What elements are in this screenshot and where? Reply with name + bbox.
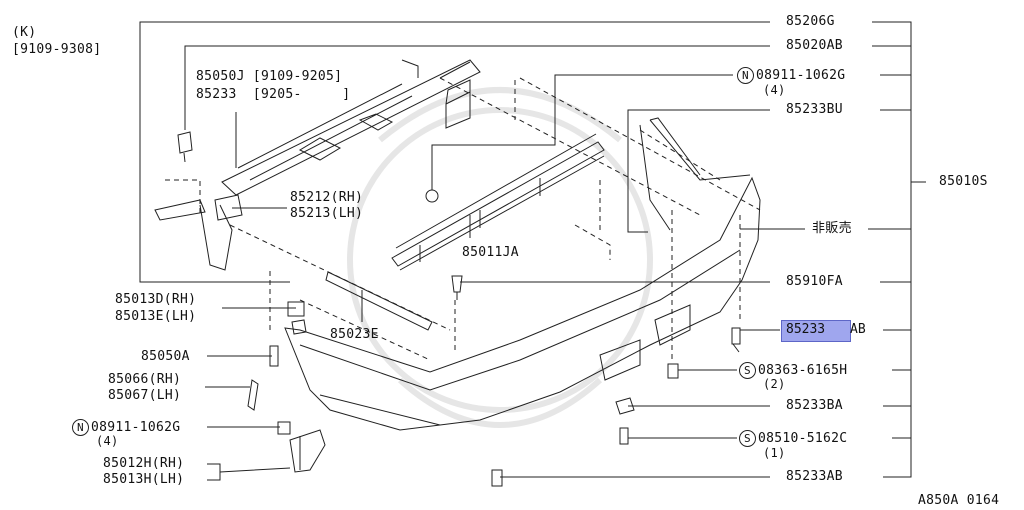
diagram-code: A850A 0164 xyxy=(918,493,1000,508)
leader-85233BU xyxy=(627,109,770,233)
label-85013D[interactable]: 85013D(RH) xyxy=(115,292,197,307)
label-not-for-sale: 非販売 xyxy=(812,221,852,236)
clip-85013D xyxy=(287,301,305,317)
label-85050A[interactable]: 85050A xyxy=(141,349,190,364)
qty-08363: (2) xyxy=(763,377,786,391)
label-85233[interactable]: 85233 [9205- ] xyxy=(196,87,351,102)
reinforcement-bar xyxy=(221,59,481,196)
bolt-top xyxy=(177,131,193,163)
clip-85233BA xyxy=(615,397,635,415)
group-bracket xyxy=(897,21,926,478)
right-leaders xyxy=(868,21,911,478)
label-85011JA[interactable]: 85011JA xyxy=(462,245,519,260)
leader-85012H xyxy=(207,463,291,481)
label-08911-top-number: 08911-1062G xyxy=(756,68,846,83)
label-85013H[interactable]: 85013H(LH) xyxy=(103,472,185,487)
label-85010S[interactable]: 85010S xyxy=(939,174,988,189)
s-circle-icon: S xyxy=(739,362,756,379)
assembly-lines xyxy=(165,77,761,361)
label-85020AB[interactable]: 85020AB xyxy=(786,38,843,53)
label-08363-number: 08363-6165H xyxy=(758,363,848,378)
label-85213[interactable]: 85213(LH) xyxy=(290,206,364,221)
highlighted-part-code[interactable]: 85233 xyxy=(786,322,826,337)
label-85067[interactable]: 85067(LH) xyxy=(108,388,182,403)
qty-08911-left: (4) xyxy=(96,434,119,448)
label-85910FA[interactable]: 85910FA xyxy=(786,274,843,289)
label-85233AB-bottom[interactable]: 85233AB xyxy=(786,469,843,484)
highlighted-part-suffix: AB xyxy=(850,322,866,337)
grommet xyxy=(425,189,439,203)
leader-85206G xyxy=(139,21,770,283)
side-bracket xyxy=(154,194,243,271)
screw-08510 xyxy=(619,427,629,445)
qty-08510: (1) xyxy=(763,446,786,460)
label-85233BA[interactable]: 85233BA xyxy=(786,398,843,413)
s-circle-icon: S xyxy=(739,430,756,447)
label-85050J[interactable]: 85050J [9109-9205] xyxy=(196,69,343,84)
seal-85066 xyxy=(247,379,259,411)
bracket-85012H xyxy=(289,429,326,473)
fastener-bottom xyxy=(491,469,503,487)
bumper-fascia xyxy=(284,117,761,431)
label-85212[interactable]: 85212(RH) xyxy=(290,190,364,205)
trim-strip xyxy=(325,271,433,331)
leader-85020AB xyxy=(184,45,770,130)
qty-08911-top: (4) xyxy=(763,83,786,97)
nut-08911-left xyxy=(277,421,291,435)
label-85023E[interactable]: 85023E xyxy=(330,327,379,342)
label-85012H[interactable]: 85012H(RH) xyxy=(103,456,185,471)
fastener-08363 xyxy=(667,363,679,379)
label-85233BU[interactable]: 85233BU xyxy=(786,102,843,117)
label-08911-left-number: 08911-1062G xyxy=(91,420,181,435)
leader-08911-top xyxy=(431,74,733,190)
label-85206G[interactable]: 85206G xyxy=(786,14,835,29)
n-circle-icon: N xyxy=(737,67,754,84)
date-range: [9109-9308] xyxy=(12,42,102,57)
bolt-85050A xyxy=(269,345,279,367)
absorber-bar xyxy=(391,133,605,271)
highlighted-part-box[interactable] xyxy=(781,320,851,342)
label-85066[interactable]: 85066(RH) xyxy=(108,372,182,387)
stay-bracket-top xyxy=(445,79,471,129)
label-85013E[interactable]: 85013E(LH) xyxy=(115,309,197,324)
fastener-85233AB xyxy=(731,327,741,353)
fastener-clip-85910FA xyxy=(451,275,463,300)
label-08510-number: 08510-5162C xyxy=(758,431,848,446)
clip-85013D-fascia xyxy=(291,319,307,335)
n-circle-icon: N xyxy=(72,419,89,436)
model-code: (K) xyxy=(12,25,37,40)
